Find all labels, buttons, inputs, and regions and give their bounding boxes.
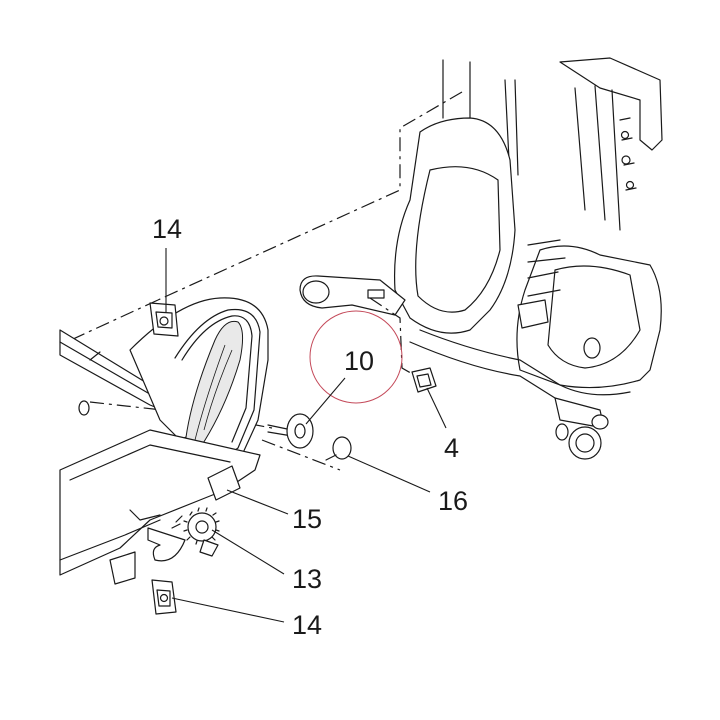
leader-lines (165, 248, 447, 623)
part-4-clip-nut (411, 367, 437, 393)
part-10-washer (267, 413, 314, 449)
callout-16: 16 (438, 486, 468, 516)
callout-14-upper: 14 (152, 214, 182, 244)
part-16-pin (325, 436, 352, 461)
part-14-lower-clip (151, 579, 177, 615)
callout-4: 4 (444, 433, 459, 463)
frame-assembly (299, 57, 663, 460)
highlight-circle (309, 310, 403, 404)
callout-14-lower: 14 (292, 610, 322, 640)
part-14-upper-clip (149, 302, 179, 337)
callout-13: 13 (292, 564, 322, 594)
callout-10: 10 (344, 346, 374, 376)
part-13-gear (171, 507, 220, 557)
callout-15: 15 (292, 504, 322, 534)
bracket-assembly (59, 297, 269, 585)
